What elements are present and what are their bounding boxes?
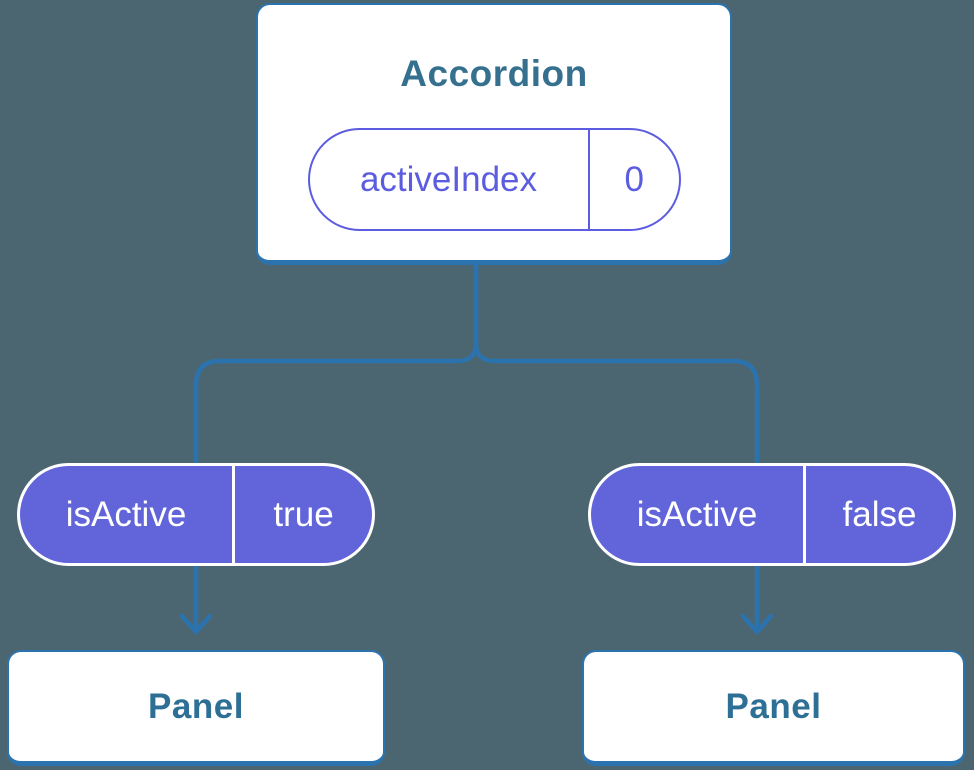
state-pill: activeIndex 0 bbox=[307, 128, 681, 231]
panel-component-card-right: Panel bbox=[582, 650, 965, 766]
arrow-down-icon bbox=[179, 613, 213, 635]
pill-divider bbox=[232, 466, 235, 563]
prop-value: true bbox=[273, 495, 334, 534]
connector-left-branch bbox=[193, 263, 479, 628]
pill-divider bbox=[587, 130, 590, 229]
prop-pill-right: isActive false bbox=[588, 463, 956, 566]
state-value: 0 bbox=[624, 160, 644, 199]
pill-divider bbox=[803, 466, 806, 563]
state-name: activeIndex bbox=[359, 160, 538, 199]
accordion-title: Accordion bbox=[400, 53, 588, 94]
panel-title: Panel bbox=[725, 686, 822, 726]
prop-value: false bbox=[842, 495, 917, 534]
arrow-down-icon bbox=[740, 613, 774, 635]
panel-component-card-left: Panel bbox=[7, 650, 385, 766]
panel-title: Panel bbox=[148, 686, 244, 726]
prop-name: isActive bbox=[65, 495, 187, 534]
connector-right-branch bbox=[473, 263, 760, 628]
accordion-component-card: Accordion activeIndex 0 bbox=[256, 3, 732, 265]
prop-name: isActive bbox=[636, 495, 758, 534]
prop-pill-left: isActive true bbox=[17, 463, 375, 566]
